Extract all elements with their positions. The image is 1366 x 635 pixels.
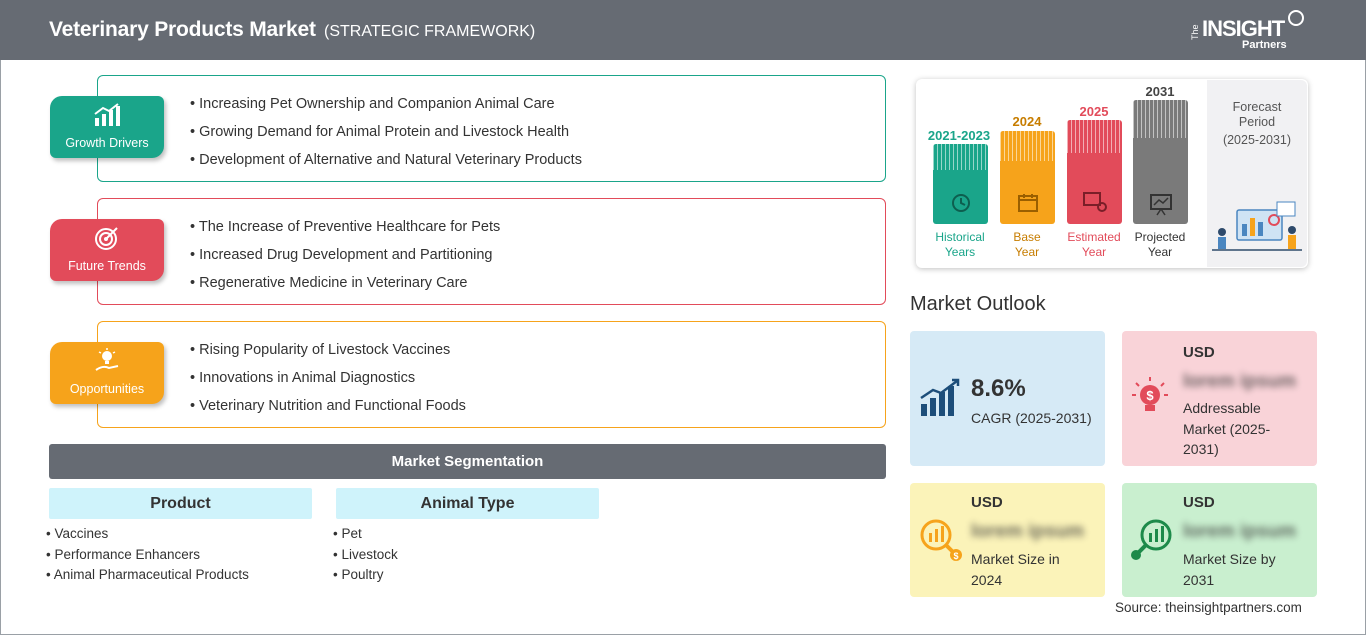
magnifier-chart-icon <box>1131 519 1172 560</box>
list-item: Animal Pharmaceutical Products <box>46 567 249 588</box>
analytics-people-icon <box>1212 201 1302 251</box>
addressable-market-box: $ USD lorem ipsum Addressable Market (20… <box>1122 331 1317 466</box>
growth-drivers-badge: Growth Drivers <box>50 96 164 158</box>
timeline-bar-estimated <box>1067 120 1122 224</box>
forecast-range-label: (2025-2031) <box>1222 133 1292 147</box>
forecast-period-label: Period <box>1238 115 1276 129</box>
market-outlook-title: Market Outlook <box>910 293 1046 315</box>
timeline-bar-base <box>1000 131 1055 224</box>
future-trends-label: Future Trends <box>68 259 146 273</box>
future-trends-list: The Increase of Preventive Healthcare fo… <box>190 219 500 303</box>
logo-circle-icon <box>1288 10 1304 26</box>
list-item: Pet <box>333 526 398 547</box>
svg-text:$: $ <box>1146 388 1154 403</box>
segment-product-header: Product <box>49 488 312 519</box>
market-segmentation-header: Market Segmentation <box>49 444 886 479</box>
forecast-label: Forecast <box>1232 100 1282 114</box>
page-title: Veterinary Products Market <box>49 18 316 41</box>
timeline-bar-projected <box>1133 100 1188 224</box>
list-item: Increasing Pet Ownership and Companion A… <box>190 96 582 124</box>
target-icon <box>95 227 118 250</box>
growth-drivers-label: Growth Drivers <box>65 136 149 150</box>
list-item: Livestock <box>333 547 397 568</box>
cagr-label: CAGR (2025-2031) <box>971 410 1092 426</box>
size-2031-label: Market Size by 2031 <box>1183 551 1276 588</box>
addressable-value: lorem ipsum <box>1183 371 1296 392</box>
market-size-2031-box: USD lorem ipsum Market Size by 2031 <box>1122 483 1317 597</box>
future-trends-card: The Increase of Preventive Healthcare fo… <box>97 198 886 305</box>
addressable-currency: USD <box>1183 344 1215 361</box>
list-item: Growing Demand for Animal Protein and Li… <box>190 124 582 152</box>
list-item: Veterinary Nutrition and Functional Food… <box>190 398 466 426</box>
header-bar: Veterinary Products Market (STRATEGIC FR… <box>0 0 1366 60</box>
list-item: Development of Alternative and Natural V… <box>190 152 582 180</box>
opportunities-list: Rising Popularity of Livestock Vaccines … <box>190 342 466 426</box>
growth-chart-icon <box>94 103 120 126</box>
size-2024-currency: USD <box>971 494 1003 511</box>
size-2031-value: lorem ipsum <box>1183 521 1296 542</box>
svg-text:$: $ <box>953 551 958 561</box>
growth-drivers-card: Increasing Pet Ownership and Companion A… <box>97 75 886 182</box>
forecast-period-panel: Forecast Period (2025-2031) <box>1207 80 1307 267</box>
addressable-label: Addressable Market (2025- 2031) <box>1183 400 1271 457</box>
timeline-bar-historical <box>933 144 988 224</box>
size-2024-label: Market Size in 2024 <box>971 551 1060 588</box>
opportunities-card: Rising Popularity of Livestock Vaccines … <box>97 321 886 428</box>
presentation-icon <box>1150 194 1172 216</box>
list-item: Increased Drug Development and Partition… <box>190 247 500 275</box>
segment-animal-type-header: Animal Type <box>336 488 599 519</box>
growth-drivers-list: Increasing Pet Ownership and Companion A… <box>190 96 582 180</box>
list-item: The Increase of Preventive Healthcare fo… <box>190 219 500 247</box>
future-trends-badge: Future Trends <box>50 219 164 281</box>
size-2024-value: lorem ipsum <box>971 521 1084 542</box>
segment-animal-type-list: Pet Livestock Poultry <box>333 526 398 588</box>
history-icon <box>952 194 970 212</box>
size-2031-currency: USD <box>1183 494 1215 511</box>
list-item: Vaccines <box>46 526 249 547</box>
timeline-year-historical: 2021-2023 <box>927 128 991 143</box>
list-item: Performance Enhancers <box>46 547 249 568</box>
chart-gear-icon <box>1083 192 1107 212</box>
page-subtitle: (STRATEGIC FRAMEWORK) <box>324 23 536 40</box>
idea-dollar-icon: $ <box>1132 377 1168 411</box>
list-item: Innovations in Animal Diagnostics <box>190 370 466 398</box>
calendar-icon <box>1018 194 1038 212</box>
opportunities-label: Opportunities <box>69 382 145 396</box>
segment-product-list: Vaccines Performance Enhancers Animal Ph… <box>46 526 249 588</box>
timeline-year-projected: 2031 <box>1145 84 1175 99</box>
source-text: Source: theinsightpartners.com <box>1115 600 1302 615</box>
list-item: Rising Popularity of Livestock Vaccines <box>190 342 466 370</box>
insight-partners-logo[interactable]: The INSIGHT Partners <box>1190 10 1310 54</box>
timeline-year-base: 2024 <box>1012 114 1042 129</box>
growth-bars-icon <box>920 378 960 416</box>
list-item: Poultry <box>333 567 398 588</box>
cagr-box: 8.6% CAGR (2025-2031) <box>910 331 1105 466</box>
list-item: Regenerative Medicine in Veterinary Care <box>190 275 500 303</box>
cagr-value: 8.6% <box>971 375 1026 402</box>
opportunities-badge: Opportunities <box>50 342 164 404</box>
timeline-year-estimated: 2025 <box>1079 104 1109 119</box>
market-size-2024-box: $ USD lorem ipsum Market Size in 2024 <box>910 483 1105 597</box>
lightbulb-hand-icon <box>95 348 119 371</box>
magnifier-chart-icon: $ <box>920 519 962 561</box>
